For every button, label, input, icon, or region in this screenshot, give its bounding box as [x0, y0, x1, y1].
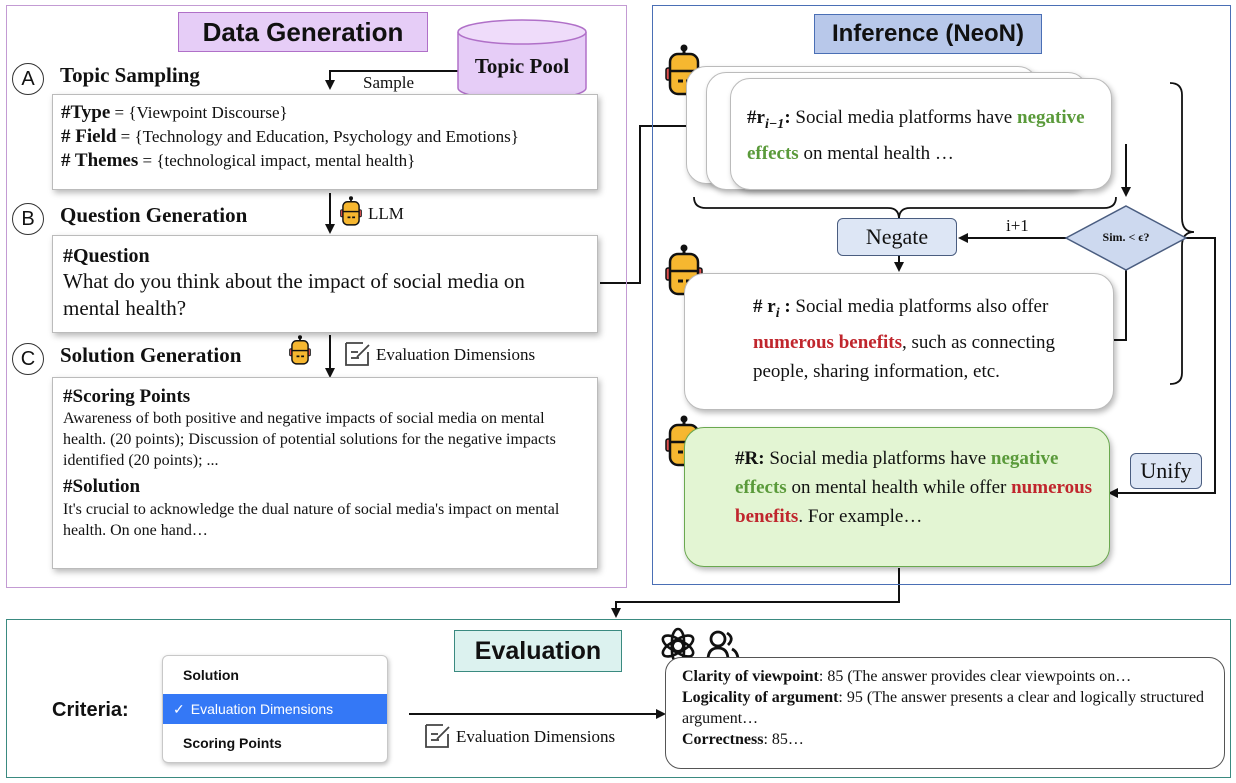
result-correctness: Correctness: 85…: [682, 731, 804, 748]
question-to-inference-arrow: [600, 121, 730, 284]
evaluation-panel: [6, 619, 1231, 778]
prev-response-label: #ri−1:: [747, 107, 791, 132]
prev-response-text-1: Social media platforms have: [790, 107, 1017, 128]
solution-text: It's crucial to acknowledge the dual nat…: [63, 501, 560, 539]
step-a-label: Topic Sampling: [60, 63, 200, 87]
evaluation-result-box: Clarity of viewpoint: 85 (The answer pro…: [665, 657, 1225, 769]
final-response-card: #R: Social media platforms have negative…: [684, 427, 1110, 567]
type-key: #Type: [61, 102, 111, 123]
type-value: = {Viewpoint Discourse}: [110, 103, 288, 122]
field-key: # Field: [61, 126, 117, 147]
evaluation-title: Evaluation: [454, 630, 622, 672]
topic-pool-cylinder-icon: [457, 19, 587, 101]
menu-item-evaluation-dimensions[interactable]: ✓ Evaluation Dimensions: [163, 694, 387, 724]
step-a-badge: A: [12, 63, 44, 95]
themes-row: # Themes = {technological impact, mental…: [61, 149, 597, 173]
final-response-text-1: Social media platforms have: [764, 448, 991, 469]
sample-label: Sample: [363, 73, 414, 92]
topic-sampling-card: #Type = {Viewpoint Discourse} # Field = …: [52, 94, 598, 190]
current-response-text-2: , such as connecting people, sharing inf…: [753, 331, 1056, 382]
inference-to-eval-arrow: [611, 568, 900, 618]
final-response-label: #R:: [735, 448, 765, 469]
prev-response-card: #ri−1: Social media platforms have negat…: [730, 78, 1112, 190]
field-row: # Field = {Technology and Education, Psy…: [61, 125, 597, 149]
step-c-badge: C: [12, 343, 44, 375]
themes-key: # Themes: [61, 150, 139, 171]
llm-label: LLM: [368, 204, 404, 223]
themes-value: = {technological impact, mental health}: [138, 151, 416, 170]
current-response-numerous-benefits: numerous benefits: [753, 331, 903, 353]
prev-response-text-2: on mental health …: [798, 142, 954, 164]
current-response-text-1: Social media platforms also offer: [790, 296, 1049, 317]
current-response-label: # ri :: [753, 296, 791, 321]
negate-box: Negate: [837, 218, 957, 256]
solution-heading: #Solution: [63, 476, 141, 497]
evaluation-dimensions-label: Evaluation Dimensions: [376, 345, 536, 364]
question-card: #Question What do you think about the im…: [52, 235, 598, 333]
question-heading: #Question: [63, 245, 150, 267]
step-c-label: Solution Generation: [60, 343, 242, 367]
inference-title: Inference (NeoN): [814, 14, 1042, 54]
final-response-numerous-benefits: numerous benefits: [735, 477, 1093, 527]
eval-dimensions-label: Evaluation Dimensions: [456, 727, 616, 746]
similarity-check: Sim. < ϵ?: [1102, 230, 1150, 244]
check-icon: ✓: [173, 700, 185, 717]
sim-to-unify-arrow: [1108, 237, 1216, 498]
iteration-label: i+1: [1006, 216, 1029, 235]
sample-arrow: [325, 70, 460, 90]
prev-response-negative-effects: negative effects: [747, 107, 1085, 164]
scoring-points-text: Awareness of both positive and negative …: [63, 410, 556, 469]
step-b-badge: B: [12, 203, 44, 235]
data-generation-panel: [6, 5, 627, 588]
sim-diamond: [1064, 205, 1188, 271]
menu-item-evaluation-dimensions-label: Evaluation Dimensions: [190, 701, 334, 717]
unify-box: Unify: [1130, 453, 1202, 489]
inference-panel: [652, 5, 1231, 585]
menu-item-scoring-points[interactable]: Scoring Points: [183, 735, 282, 751]
ri-to-sim-line: [1114, 270, 1127, 341]
final-response-text-3: . For example…: [798, 506, 923, 527]
field-value: = {Technology and Education, Psychology …: [116, 127, 519, 146]
right-brace: [1169, 82, 1195, 385]
final-response-text-2: on mental health while offer: [786, 477, 1012, 498]
data-generation-title: Data Generation: [178, 12, 428, 52]
current-response-card: # ri : Social media platforms also offer…: [684, 273, 1114, 410]
result-logicality: Logicality of argument: 95 (The answer p…: [682, 689, 1205, 727]
topic-pool-label: Topic Pool: [474, 54, 570, 78]
criteria-label: Criteria:: [52, 699, 129, 721]
criteria-dropdown-menu[interactable]: Solution ✓ Evaluation Dimensions Scoring…: [162, 655, 388, 763]
final-response-negative-effects: negative effects: [735, 448, 1059, 498]
step-b-label: Question Generation: [60, 203, 248, 227]
type-row: #Type = {Viewpoint Discourse}: [61, 101, 597, 125]
result-clarity: Clarity of viewpoint: 85 (The answer pro…: [682, 668, 1132, 685]
solution-card: #Scoring Points Awareness of both positi…: [52, 377, 598, 569]
question-text: What do you think about the impact of so…: [63, 269, 525, 320]
menu-item-solution[interactable]: Solution: [183, 667, 239, 683]
scoring-points-heading: #Scoring Points: [63, 386, 191, 407]
